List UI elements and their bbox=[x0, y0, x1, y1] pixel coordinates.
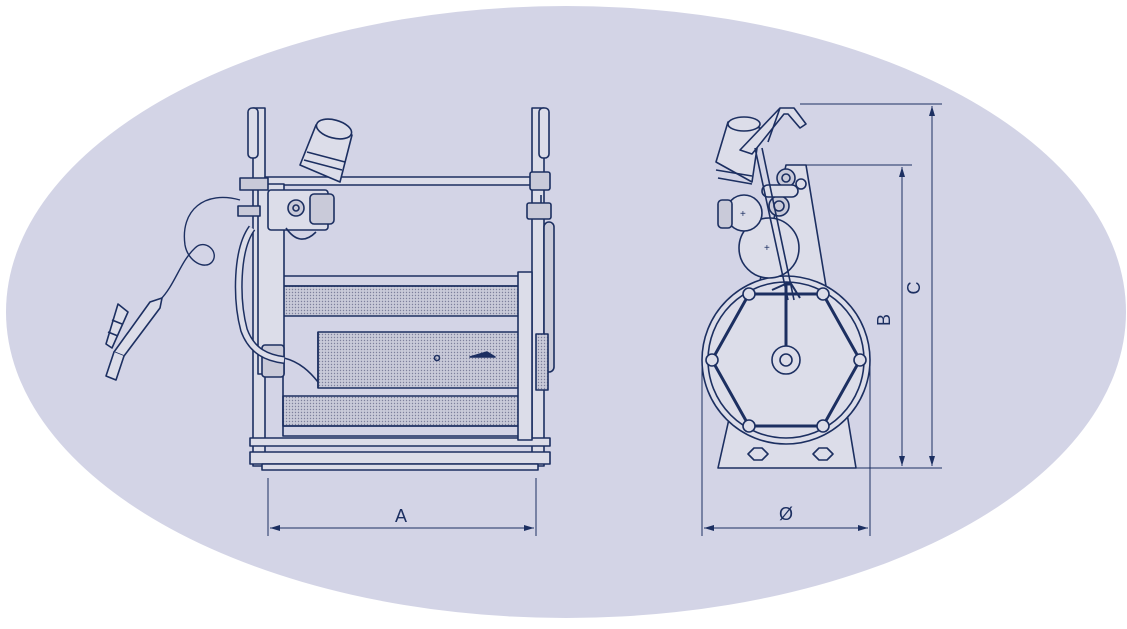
dimension-c-label: C bbox=[904, 282, 924, 295]
background-ellipse bbox=[6, 6, 1126, 618]
crank-handle bbox=[739, 107, 807, 155]
top-rod bbox=[264, 176, 534, 186]
dimension-diameter-label: Ø bbox=[779, 504, 793, 524]
dimension-a bbox=[267, 478, 537, 536]
drum-core bbox=[317, 331, 529, 389]
battery-clamp bbox=[105, 297, 163, 381]
base-rail bbox=[249, 451, 551, 465]
side-view: + + bbox=[701, 107, 871, 469]
front-view bbox=[105, 107, 555, 471]
drum-outer bbox=[282, 285, 524, 317]
dimension-b-label: B bbox=[874, 314, 894, 326]
dimension-a-label: A bbox=[395, 506, 407, 526]
dimension-diameter bbox=[701, 365, 871, 536]
dimension-c bbox=[800, 103, 942, 469]
motor bbox=[299, 118, 353, 183]
cable bbox=[159, 196, 241, 301]
svg-text:+: + bbox=[764, 243, 770, 254]
dimension-b bbox=[800, 164, 912, 469]
right-side-plate bbox=[531, 107, 545, 467]
svg-text:+: + bbox=[740, 209, 746, 220]
